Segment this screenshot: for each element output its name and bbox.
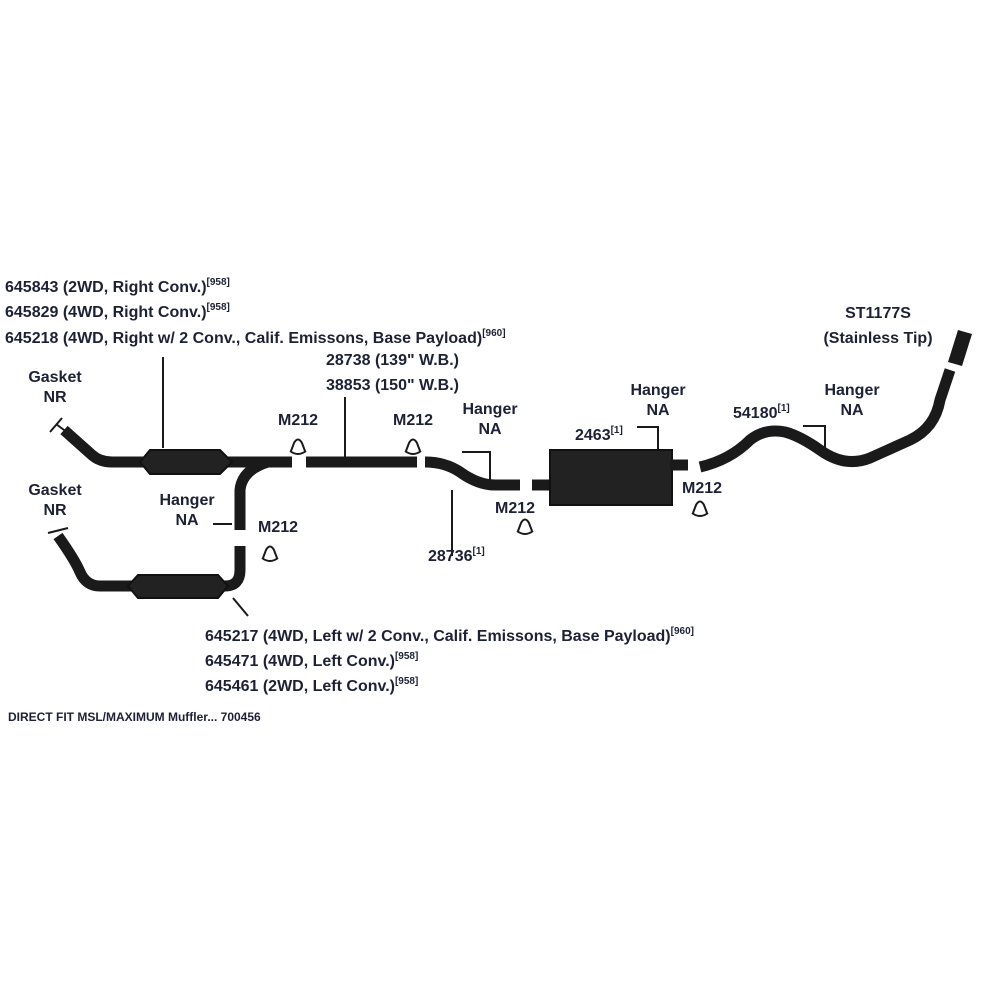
clamp-icon (691, 500, 709, 517)
hanger-label: NA (646, 402, 670, 419)
hanger-label: NA (175, 512, 199, 529)
clamp-label: M212 (278, 412, 318, 429)
clamp-icon (289, 438, 307, 455)
clamp-label: M212 (682, 480, 722, 497)
leader-lines (162, 357, 826, 617)
hanger-label: Hanger (159, 492, 214, 509)
part-label: 645218 (4WD, Right w/ 2 Conv., Calif. Em… (5, 328, 506, 347)
footer-note: DIRECT FIT MSL/MAXIMUM Muffler... 700456 (8, 710, 261, 724)
hanger-label: NA (840, 402, 864, 419)
left-catalytic-converter (126, 574, 230, 599)
clamp-icon (516, 518, 534, 535)
extension-pipe-label: 28736[1] (428, 546, 485, 565)
intermediate-pipe-label: 28738 (139" W.B.) (326, 352, 459, 369)
part-label: 645829 (4WD, Right Conv.)[958] (5, 302, 230, 321)
tailpipe (698, 368, 956, 473)
muffler-label: 2463[1] (575, 425, 623, 444)
hanger-label: Hanger (824, 382, 879, 399)
right-converter-pipe (49, 417, 292, 475)
right-catalytic-converter (138, 449, 234, 475)
part-label: 645217 (4WD, Left w/ 2 Conv., Calif. Emi… (205, 626, 694, 645)
hanger-label: Hanger (630, 382, 685, 399)
left-pipe-labels: 645217 (4WD, Left w/ 2 Conv., Calif. Emi… (205, 626, 694, 695)
right-pipe-labels: 645843 (2WD, Right Conv.)[958] 645829 (4… (5, 277, 506, 347)
clamp-label: M212 (495, 500, 535, 517)
hanger-label: NA (478, 421, 502, 438)
clamp-label: M212 (393, 412, 433, 429)
gasket-label: NR (43, 389, 67, 406)
tip-part-label: ST1177S (845, 305, 911, 322)
hanger-label: Hanger (462, 401, 517, 418)
extension-pipe (424, 456, 520, 491)
part-label: 645843 (2WD, Right Conv.)[958] (5, 277, 230, 296)
clamp-icon (404, 438, 422, 455)
intermediate-pipe-label: 38853 (150" W.B.) (326, 377, 459, 394)
tip-desc-label: (Stainless Tip) (823, 330, 932, 347)
gasket-label: Gasket (28, 369, 82, 386)
tailpipe-label: 54180[1] (733, 403, 790, 422)
clamp-icon (261, 545, 279, 562)
part-label: 645471 (4WD, Left Conv.)[958] (205, 651, 418, 670)
muffler (532, 449, 688, 506)
stainless-tip (948, 330, 972, 366)
clamp-label: M212 (258, 519, 298, 536)
left-converter-pipe (47, 456, 270, 599)
gasket-label: NR (43, 502, 67, 519)
gasket-label: Gasket (28, 482, 82, 499)
part-label: 645461 (2WD, Left Conv.)[958] (205, 676, 418, 695)
